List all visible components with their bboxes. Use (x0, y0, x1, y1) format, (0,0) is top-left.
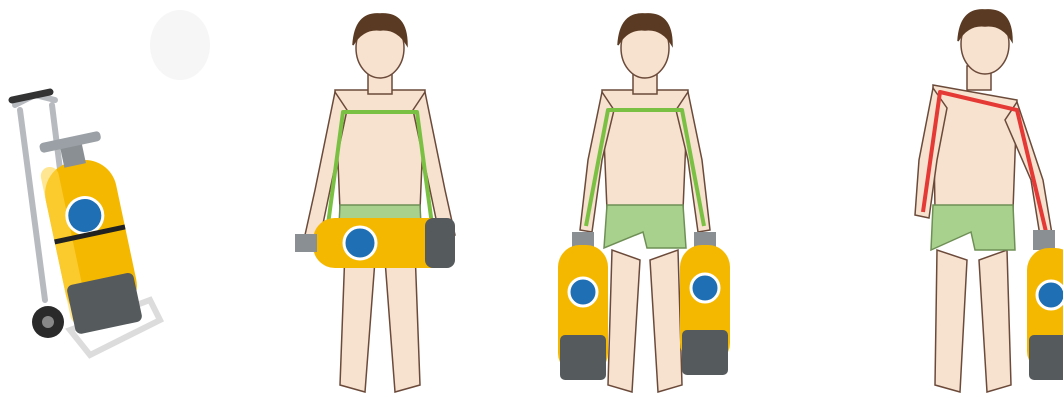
person-figure (305, 14, 455, 392)
trolley-panel (0, 0, 230, 397)
two-tanks-panel (550, 0, 740, 397)
faint-watermark (150, 10, 210, 80)
trolley-illustration (0, 0, 230, 397)
scuba-tank (34, 130, 145, 336)
one-hand-panel (905, 0, 1063, 397)
one-hand-illustration (905, 0, 1063, 397)
scuba-tank (295, 218, 455, 268)
tank-label-icon (569, 278, 597, 306)
two-tanks-illustration (550, 0, 740, 397)
scuba-tank (1027, 230, 1063, 380)
horizontal-carry-panel (285, 0, 475, 397)
tank-label-icon (1037, 281, 1063, 309)
tank-label-icon (344, 227, 376, 259)
horizontal-carry-illustration (285, 0, 475, 397)
scuba-tank-left (558, 232, 608, 380)
wheel-hub (42, 316, 54, 328)
tank-label-icon (691, 274, 719, 302)
scuba-tank-right (680, 232, 730, 375)
